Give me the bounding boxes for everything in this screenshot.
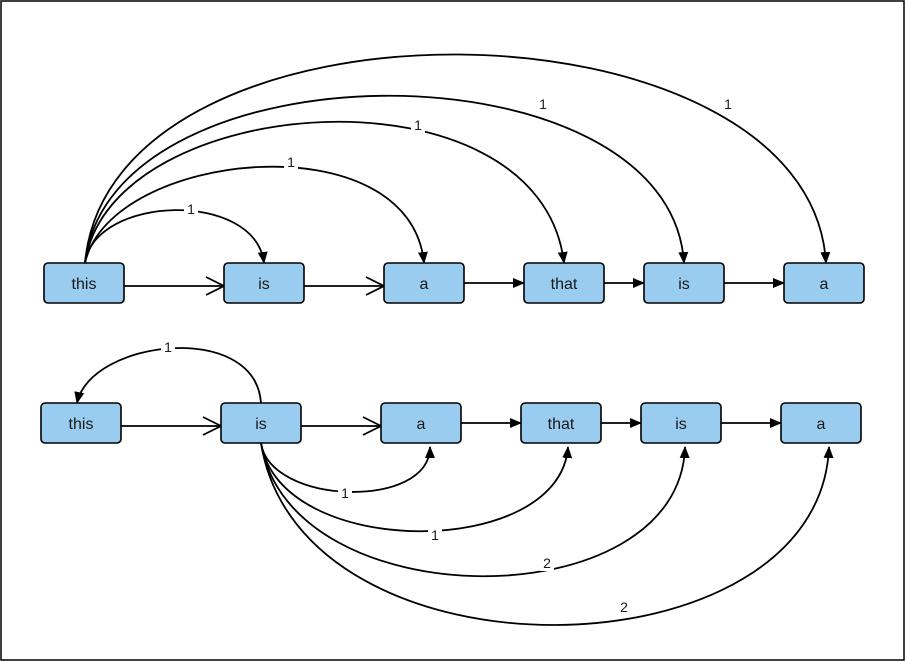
edge-weight-label: 1 xyxy=(161,338,175,355)
arc-edge-top-4 xyxy=(84,53,831,264)
edge-weight-text: 2 xyxy=(620,599,628,615)
word-node-box xyxy=(220,402,302,444)
word-node-top-1: is xyxy=(223,262,305,304)
word-node-box xyxy=(780,402,862,444)
nodes-layer: this is a that is a this is a that is a xyxy=(40,262,865,444)
word-node-label: this xyxy=(69,416,94,433)
word-node-top-3: that xyxy=(523,262,605,304)
word-node-bottom-0: this xyxy=(40,402,122,444)
word-node-label: is xyxy=(678,276,690,293)
word-node-label: a xyxy=(820,276,829,293)
arc-edge-bottom-0 xyxy=(74,347,262,404)
edge-weight-label: 2 xyxy=(617,598,631,615)
word-node-label: is xyxy=(255,416,267,433)
edge-weight-label: 1 xyxy=(184,200,198,217)
edge-weight-label: 1 xyxy=(428,526,442,543)
edge-labels-layer: 1 1 1 1 1 1 1 1 2 2 xyxy=(161,95,735,615)
word-node-box xyxy=(523,262,605,304)
word-node-box xyxy=(783,262,865,304)
word-node-top-2: a xyxy=(383,262,465,304)
edge-weight-label: 2 xyxy=(540,554,554,571)
word-node-label: a xyxy=(420,276,429,293)
word-node-box xyxy=(223,262,305,304)
edge-weight-label-bg xyxy=(536,95,550,112)
word-node-top-5: a xyxy=(783,262,865,304)
edge-weight-label: 1 xyxy=(338,484,352,501)
word-node-label: this xyxy=(72,276,97,293)
edges-layer xyxy=(74,53,834,626)
word-node-label: that xyxy=(548,416,575,433)
edge-weight-text: 1 xyxy=(187,201,195,217)
word-node-box xyxy=(640,402,722,444)
word-node-bottom-3: that xyxy=(520,402,602,444)
edge-weight-text: 1 xyxy=(164,339,172,355)
edge-weight-text: 1 xyxy=(724,96,732,112)
word-node-box xyxy=(520,402,602,444)
edge-weight-label-bg xyxy=(411,116,425,133)
edge-weight-text: 1 xyxy=(414,117,422,133)
edge-weight-label-bg xyxy=(540,554,554,571)
edge-weight-label: 1 xyxy=(411,116,425,133)
word-node-box xyxy=(383,262,465,304)
word-node-top-0: this xyxy=(43,262,125,304)
edge-weight-label-bg xyxy=(428,526,442,543)
word-node-label: a xyxy=(817,416,826,433)
arc-edge-bottom-4 xyxy=(260,442,834,626)
edge-weight-label: 1 xyxy=(721,95,735,112)
edge-weight-label-bg xyxy=(617,598,631,615)
arc-edge-bottom-2 xyxy=(260,442,573,533)
word-node-box xyxy=(380,402,462,444)
edge-weight-text: 1 xyxy=(431,527,439,543)
word-node-box xyxy=(43,262,125,304)
edge-weight-label-bg xyxy=(161,338,175,355)
word-node-label: is xyxy=(258,276,270,293)
arc-edge-top-1 xyxy=(84,165,428,264)
edge-weight-text: 2 xyxy=(543,555,551,571)
word-node-label: is xyxy=(675,416,687,433)
edge-weight-label-bg xyxy=(184,200,198,217)
edge-weight-label-bg xyxy=(338,484,352,501)
word-node-top-4: is xyxy=(643,262,725,304)
word-node-bottom-1: is xyxy=(220,402,302,444)
arc-edge-top-2 xyxy=(84,120,568,264)
edge-weight-label: 1 xyxy=(536,95,550,112)
word-node-bottom-4: is xyxy=(640,402,722,444)
word-node-bottom-5: a xyxy=(780,402,862,444)
edge-weight-label: 1 xyxy=(284,153,298,170)
word-node-box xyxy=(643,262,725,304)
arc-edge-top-0 xyxy=(84,209,268,264)
edge-weight-label-bg xyxy=(284,153,298,170)
edge-weight-text: 1 xyxy=(341,485,349,501)
edge-weight-text: 1 xyxy=(287,154,295,170)
arc-edge-top-3 xyxy=(84,94,689,264)
word-node-label: a xyxy=(417,416,426,433)
edge-weight-label-bg xyxy=(721,95,735,112)
word-node-label: that xyxy=(551,276,578,293)
word-node-box xyxy=(40,402,122,444)
arc-edge-bottom-3 xyxy=(260,442,690,578)
word-node-bottom-2: a xyxy=(380,402,462,444)
edge-weight-text: 1 xyxy=(539,96,547,112)
